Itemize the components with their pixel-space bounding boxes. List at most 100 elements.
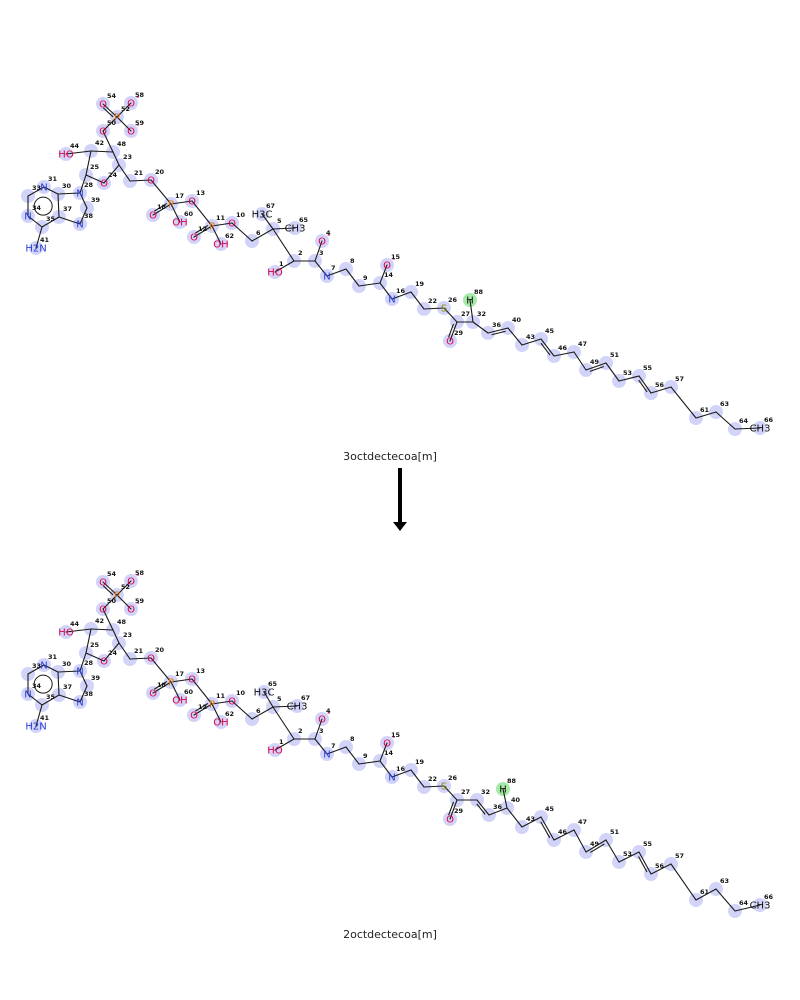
product-bond <box>358 760 381 765</box>
product-atom-number-21: 21 <box>134 647 144 655</box>
reactant-double-bond <box>154 202 168 212</box>
product-bond <box>27 693 43 706</box>
reactant-atom-number-1: 1 <box>279 260 284 268</box>
product-atom-label-10: O <box>228 697 236 708</box>
product-bond <box>118 642 131 660</box>
reactant-double-bond <box>195 224 209 234</box>
product-atom-number-67: 67 <box>301 694 310 702</box>
reactant-bond <box>638 375 652 394</box>
product-atom-number-20: 20 <box>155 646 165 654</box>
product-atom-number-46: 46 <box>558 828 568 836</box>
product-atom-label-7: N <box>323 750 330 761</box>
product-atom-number-17: 17 <box>175 670 184 678</box>
reactant-bond <box>443 307 458 323</box>
product-atom-number-44: 44 <box>70 620 80 628</box>
product-bond <box>345 746 360 765</box>
product-atom-number-24: 24 <box>108 649 118 657</box>
reactant-bond <box>670 386 697 419</box>
reactant-bond <box>102 130 114 153</box>
product-bond <box>506 807 523 828</box>
product-charge-15: - <box>392 732 396 743</box>
product-bond <box>57 670 81 673</box>
reactant-bond <box>85 174 105 184</box>
reactant-atom-number-65: 65 <box>299 216 309 224</box>
reactant-atom-number-43: 43 <box>526 333 535 341</box>
reactant-atom-number-53: 53 <box>623 369 632 377</box>
reactant-bond <box>540 338 555 357</box>
product-bond <box>326 746 347 755</box>
reactant-atom-number-60: 60 <box>184 210 194 218</box>
reactant-double-bond <box>638 379 648 393</box>
reactant-charge-4: - <box>327 230 331 241</box>
reactant-bond <box>79 174 87 194</box>
reactant-atom-label-11: P <box>209 222 215 233</box>
reactant-atom-number-30: 30 <box>62 182 72 190</box>
reactant-atom-number-42: 42 <box>95 139 104 147</box>
reactant-atom-number-32: 32 <box>477 310 486 318</box>
product-atom-number-41: 41 <box>40 714 50 722</box>
product-atom-number-45: 45 <box>545 805 555 813</box>
product-bond <box>314 718 323 740</box>
reactant-atom-number-21: 21 <box>134 169 144 177</box>
product-bond <box>112 629 120 644</box>
reactant-bond <box>112 151 120 166</box>
reactant-atom-number-9: 9 <box>363 274 368 282</box>
reactant-atom-label-10: O <box>228 219 236 230</box>
reactant-bond <box>585 362 607 371</box>
product-atom-label-31: N <box>40 661 47 672</box>
product-atom-number-65: 65 <box>268 680 278 688</box>
reactant-bond <box>423 307 445 310</box>
reactant-atom-label-60: OH <box>172 218 187 229</box>
product-bond <box>449 799 458 820</box>
reactant-bond <box>170 200 193 205</box>
product-atom-label-18: O <box>149 689 157 700</box>
reactant-bond <box>469 299 474 323</box>
product-bond <box>521 816 542 828</box>
reactant-bond <box>605 362 620 382</box>
product-bond <box>170 678 193 683</box>
reactant-atom-number-55: 55 <box>643 364 653 372</box>
reactant-bond <box>150 179 172 205</box>
product-atom-number-88: 88 <box>507 777 517 785</box>
reactant-atom-label-50: O <box>99 127 107 138</box>
reactant-atom-number-44: 44 <box>70 142 80 150</box>
product-bond <box>191 678 213 705</box>
product-atom-number-42: 42 <box>95 617 104 625</box>
reactant-atom-number-24: 24 <box>108 171 118 179</box>
product-atom-label-28: N <box>76 667 83 678</box>
product-atom-number-10: 10 <box>236 689 246 697</box>
reactant-atom-label-58: O <box>127 99 135 110</box>
reactant-atom-label-7: N <box>323 272 330 283</box>
product-atom-number-4: 4 <box>326 707 331 715</box>
reactant-double-bond <box>448 323 455 338</box>
product-charge-4: - <box>327 708 331 719</box>
reactant-bond <box>27 215 43 228</box>
product-atom-number-13: 13 <box>196 667 205 675</box>
product-atom-label-17: P <box>168 678 174 689</box>
product-atom-number-37: 37 <box>63 683 72 691</box>
reactant-atom-label-12: O <box>190 233 198 244</box>
product-bond <box>379 742 388 762</box>
product-atom-number-50: 50 <box>107 597 117 605</box>
reactant-name: 3octdectecoa[m] <box>343 450 437 463</box>
reactant-atom-number-50: 50 <box>107 119 117 127</box>
reactant-atom-label-16: N <box>388 295 395 306</box>
reactant-atom-label-28: N <box>76 189 83 200</box>
reactant-bond <box>410 291 425 310</box>
reactant-atom-label-24: O <box>100 179 108 190</box>
product-atom-number-29: 29 <box>454 807 464 815</box>
reactant-atom-number-67: 67 <box>266 202 275 210</box>
reactant-atom-number-33: 33 <box>32 184 41 192</box>
product-bond <box>488 807 508 816</box>
reactant-atom-number-62: 62 <box>225 232 234 240</box>
product-bond <box>129 657 152 660</box>
reactant-atom-number-4: 4 <box>326 229 331 237</box>
reactant-atom-label-17: P <box>168 200 174 211</box>
product-atom-label-38: N <box>76 698 83 709</box>
reactant-bond <box>57 193 60 218</box>
reactant-bond <box>103 164 120 184</box>
product-bond <box>476 799 490 816</box>
reactant-bond <box>211 225 222 245</box>
product-bond <box>211 703 222 723</box>
